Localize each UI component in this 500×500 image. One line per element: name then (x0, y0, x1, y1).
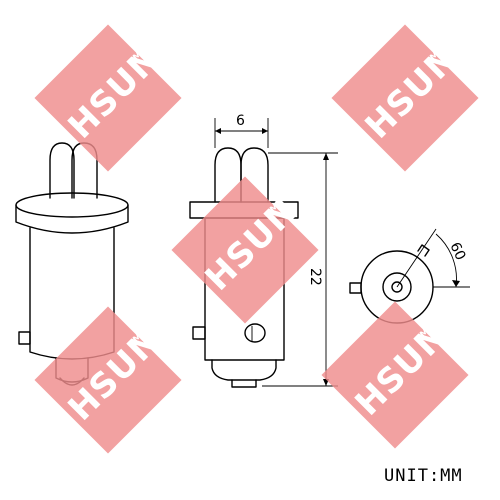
bottom-inner-ring (382, 272, 412, 302)
watermark-center: HSUN TM (171, 176, 319, 324)
flange-side (15, 204, 129, 234)
led-tip-left (49, 142, 75, 199)
watermark-bottom-left: HSUN TM (34, 306, 182, 454)
led-front-left (214, 147, 242, 203)
led-front-right (240, 147, 269, 203)
watermark-top-left: HSUN TM (34, 24, 182, 172)
angle-label: 60 (446, 240, 468, 263)
front-contact (231, 379, 257, 388)
unit-label: UNIT:MM (384, 466, 463, 486)
watermark-bottom-right: HSUN TM (321, 301, 469, 449)
side-pin (18, 331, 31, 345)
bottom-view: 60 (349, 228, 470, 324)
front-base (211, 359, 277, 381)
bottom-pin-left (349, 282, 362, 294)
bayonet-slot (244, 323, 266, 343)
width-label: 6 (236, 113, 245, 129)
height-label: 22 (307, 268, 323, 286)
front-pin (192, 326, 206, 340)
watermark-top-right: HSUN TM (331, 24, 479, 172)
bottom-center-contact (391, 281, 403, 293)
bottom-pin-top (417, 244, 430, 257)
